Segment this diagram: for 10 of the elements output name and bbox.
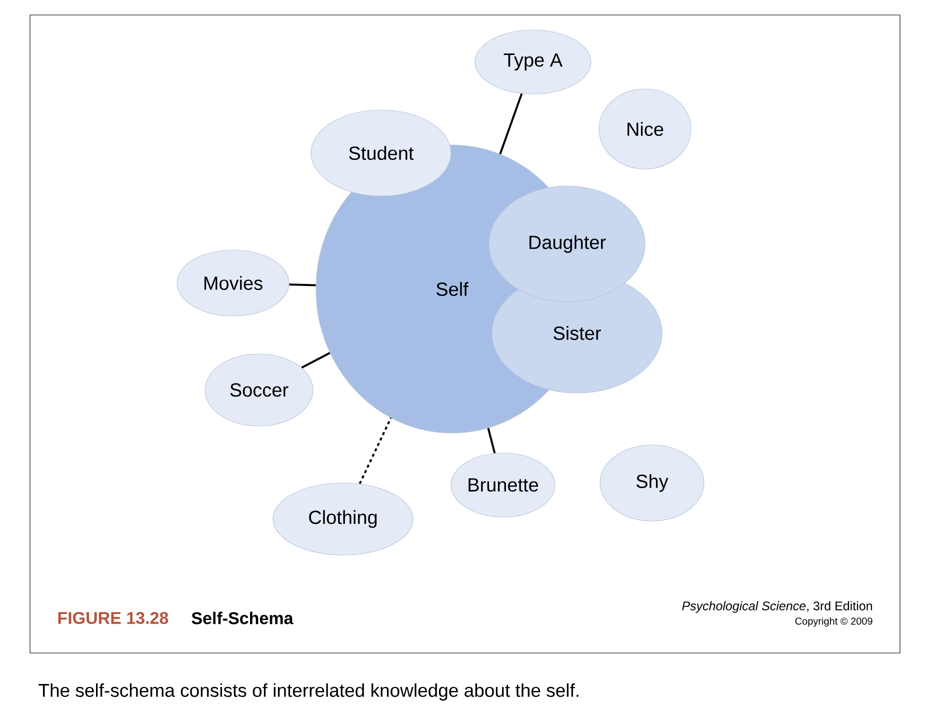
connector-line (487, 428, 496, 454)
connector-line (301, 352, 330, 369)
source-note: Psychological Science, 3rd Edition (682, 601, 872, 613)
figure-number: FIGURE 13.28 (58, 612, 168, 624)
connector-line (358, 418, 392, 484)
connector-line (289, 284, 316, 286)
connector-line (499, 93, 523, 154)
caption: The self-schema consists of interrelated knowledge about the self. (38, 683, 578, 701)
figure-title: Self-Schema (192, 612, 294, 624)
copyright-note: Copyright © 2009 (795, 617, 872, 627)
